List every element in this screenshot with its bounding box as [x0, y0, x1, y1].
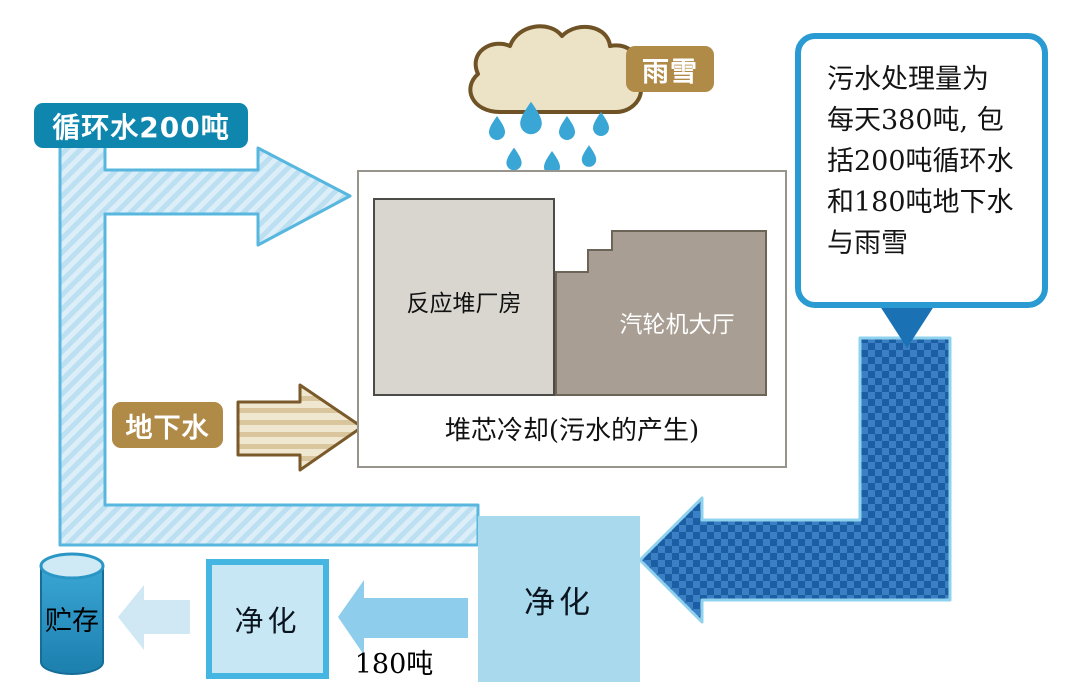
callout-line: 和180吨地下水: [827, 187, 1014, 218]
turbine-hall-shape: [555, 230, 767, 396]
to-storage-arrow: [118, 585, 190, 650]
callout-line: 每天380吨, 包: [827, 105, 1004, 136]
treatment-volume-callout: 污水处理量为 每天380吨, 包 括200吨循环水 和180吨地下水 与雨雪: [795, 33, 1048, 308]
rain-snow-label: 雨雪: [626, 46, 714, 92]
core-cooling-caption: 堆芯冷却(污水的产生): [444, 416, 700, 446]
storage-tank-icon: [39, 552, 105, 675]
callout-line: 与雨雪: [827, 228, 908, 259]
reactor-building-label: 反应堆厂房: [406, 291, 522, 317]
reactor-building-shape: 反应堆厂房: [373, 198, 555, 396]
callout-line: 括200吨循环水: [827, 146, 1014, 177]
purification-main-box: 净化: [478, 516, 640, 682]
rain-cloud-icon: [468, 24, 643, 175]
turbine-hall-label: 汽轮机大厅: [619, 312, 735, 338]
rain-drops: [489, 101, 609, 175]
waste-water-flow-arrow: [638, 336, 952, 624]
purified-180t-arrow: [338, 580, 468, 655]
circulating-water-label: 循环水200吨: [34, 103, 248, 148]
groundwater-arrow: [236, 383, 364, 472]
callout-tail: [876, 300, 938, 348]
groundwater-label: 地下水: [112, 402, 223, 448]
storage-label: 贮存: [45, 606, 99, 637]
flow-180t-label: 180吨: [354, 649, 434, 680]
callout-line: 污水处理量为: [827, 64, 989, 95]
plant-buildings-panel: 反应堆厂房 汽轮机大厅 堆芯冷却(污水的产生): [357, 170, 787, 468]
purification-secondary-box: 净化: [206, 559, 329, 679]
